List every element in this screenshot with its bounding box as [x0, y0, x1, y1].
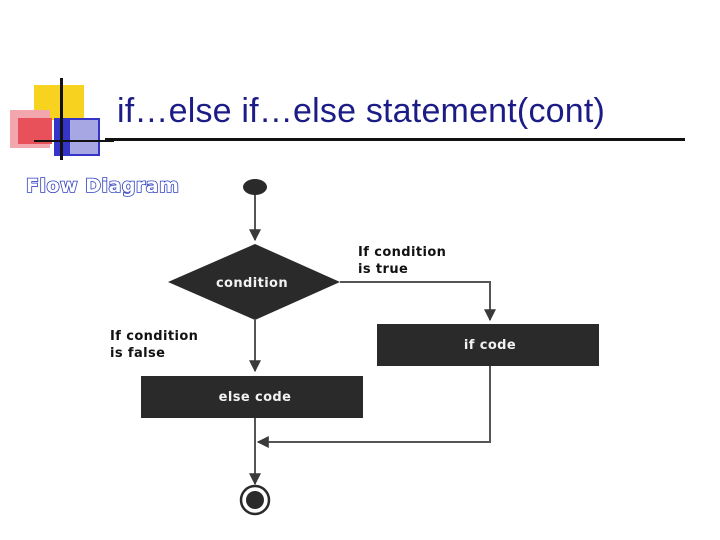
connector-true-branch [340, 281, 496, 322]
logo-red-square [18, 118, 52, 144]
condition-label: condition [216, 276, 288, 291]
title-underline [105, 138, 685, 141]
end-node-outer [239, 484, 271, 516]
logo-vertical-line [60, 78, 63, 160]
else-code-label: else code [219, 390, 292, 405]
logo-lilac-square [70, 120, 98, 154]
if-code-block [377, 324, 599, 366]
condition-diamond [168, 244, 340, 320]
flow-diagram-heading: Flow Diagram [25, 174, 180, 198]
true-branch-label-line2: is true [358, 262, 408, 277]
false-branch-label-line2: is false [110, 346, 165, 361]
false-branch-label-line1: If condition [110, 329, 198, 344]
connector-if-to-merge [256, 366, 491, 448]
true-branch-label-line1: If condition [358, 245, 446, 260]
end-node-inner [246, 491, 264, 509]
logo-horizontal-line [34, 140, 114, 142]
else-code-block [141, 376, 363, 418]
slide-logo [10, 78, 114, 160]
slide-title: if…else if…else statement(cont) [117, 92, 606, 130]
if-code-label: if code [464, 338, 516, 353]
start-node [243, 179, 267, 195]
